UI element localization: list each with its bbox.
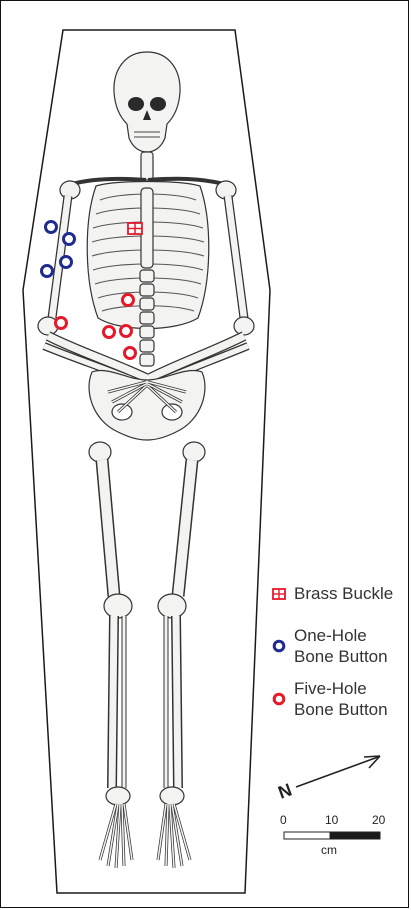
- legend-one-hole-button-label: One-Hole Bone Button: [294, 625, 388, 667]
- buckle-markers: [128, 223, 142, 234]
- one-hole-button-marker: [64, 234, 75, 245]
- five-hole-button-marker: [104, 327, 115, 338]
- legend-one-hole-button: One-Hole Bone Button: [272, 625, 388, 667]
- five-hole-button-icon: [272, 692, 286, 706]
- scale-tick-20: 20: [372, 813, 385, 827]
- scale-unit: cm: [321, 843, 337, 857]
- five-hole-button-marker: [125, 348, 136, 359]
- north-label: N: [275, 779, 294, 802]
- one-hole-button-icon: [272, 639, 286, 653]
- one-hole-button-marker: [42, 266, 53, 277]
- buckle-icon: [272, 587, 286, 601]
- five-hole-button-marker: [123, 295, 134, 306]
- legend-five-hole-button: Five-Hole Bone Button: [272, 678, 388, 720]
- one-hole-button-marker: [46, 222, 57, 233]
- scale-bar: [284, 832, 380, 839]
- five-hole-button-marker: [56, 318, 67, 329]
- legend-five-hole-button-label: Five-Hole Bone Button: [294, 678, 388, 720]
- legend-brass-buckle-label: Brass Buckle: [294, 583, 393, 604]
- skeleton: [38, 52, 254, 868]
- pelvis: [89, 371, 205, 440]
- one-hole-button-marker: [61, 257, 72, 268]
- five-hole-button-marker: [121, 326, 132, 337]
- legend-brass-buckle: Brass Buckle: [272, 583, 393, 604]
- brass-buckle-marker: [128, 223, 142, 234]
- scale-tick-10: 10: [325, 813, 338, 827]
- scale-tick-0: 0: [280, 813, 287, 827]
- north-arrow: [296, 756, 380, 787]
